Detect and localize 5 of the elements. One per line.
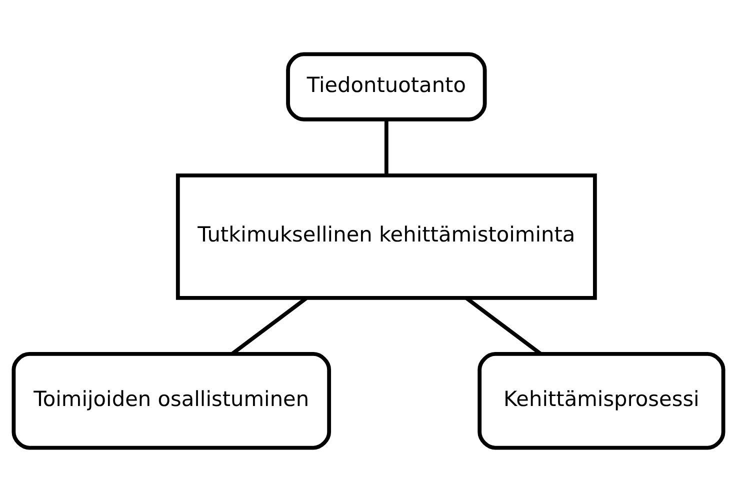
node-box: Tutkimuksellinen kehittämistoiminta bbox=[176, 172, 597, 300]
node-box: Toimijoiden osallistuminen bbox=[12, 352, 332, 450]
node-box: Tiedontuotanto bbox=[286, 52, 487, 121]
connector bbox=[384, 119, 388, 175]
node-box: Kehittämisprosessi bbox=[478, 352, 726, 450]
